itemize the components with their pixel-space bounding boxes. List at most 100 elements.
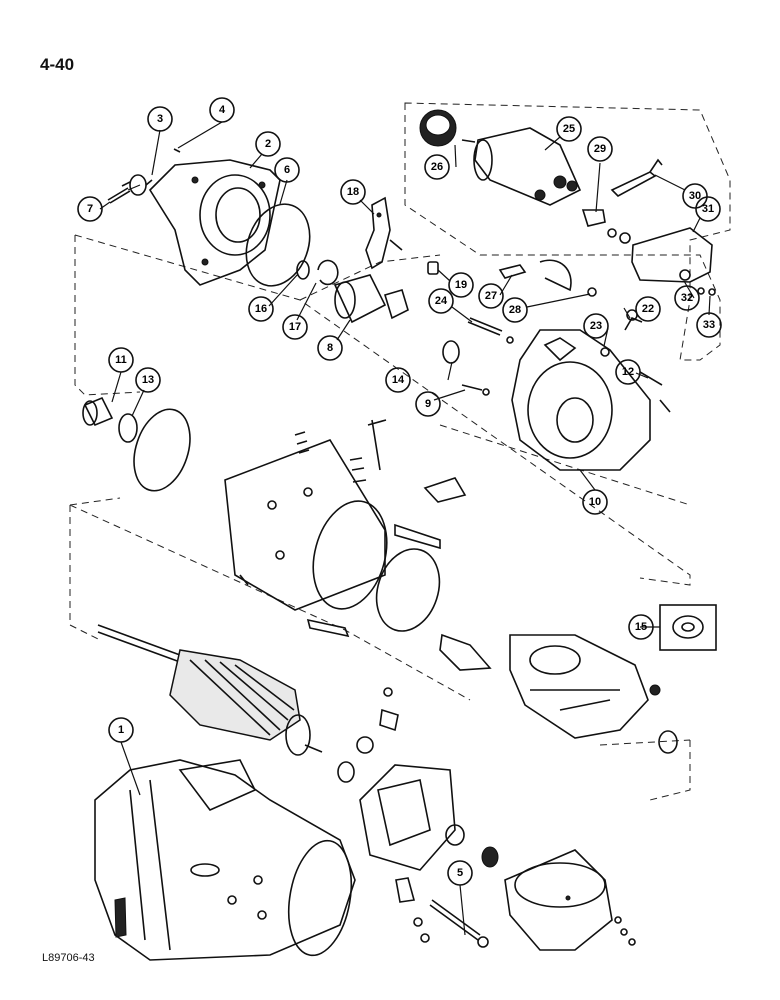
callout-4: 4 <box>209 97 235 123</box>
drive-housing-bushing <box>121 174 153 196</box>
svg-text:30: 30 <box>689 190 701 202</box>
callout-5: 5 <box>447 860 473 886</box>
strap-nut <box>587 287 597 297</box>
callout-14: 14 <box>385 367 411 393</box>
terminal-nuts <box>607 228 631 244</box>
svg-text:6: 6 <box>284 164 290 176</box>
brush-insulator <box>356 736 374 754</box>
callout-1: 1 <box>108 717 134 743</box>
drive-pinion-assembly <box>333 274 409 324</box>
housing-o-ring <box>245 203 311 287</box>
svg-text:4: 4 <box>219 104 226 116</box>
solenoid-boot <box>419 109 457 147</box>
nose-washer <box>442 340 460 364</box>
thrust-washer-inset <box>659 604 717 651</box>
nose-bolt <box>461 384 490 396</box>
brush-group-outline <box>599 739 691 801</box>
svg-text:17: 17 <box>289 321 301 333</box>
callout-30: 30 <box>682 183 708 209</box>
pole-shoe-pads <box>306 477 467 638</box>
callout-25: 25 <box>556 116 582 142</box>
svg-text:15: 15 <box>635 621 647 633</box>
callout-29: 29 <box>587 136 613 162</box>
callout-8: 8 <box>317 335 343 361</box>
housing-bolt <box>107 187 131 204</box>
housing-pin <box>173 148 181 153</box>
gasket-plate <box>439 633 492 671</box>
svg-text:9: 9 <box>425 398 431 410</box>
callout-7: 7 <box>77 196 103 222</box>
figure-code: L89706-43 <box>42 952 95 964</box>
svg-text:14: 14 <box>392 374 405 386</box>
brush-plate <box>359 764 456 871</box>
svg-text:19: 19 <box>455 279 467 291</box>
callout-23: 23 <box>583 313 609 339</box>
callout-2: 2 <box>255 131 281 157</box>
svg-text:2: 2 <box>265 138 271 150</box>
drive-end-housing <box>148 159 281 286</box>
field-o-ring <box>375 548 441 632</box>
brush-lead-insulators <box>294 431 367 483</box>
svg-text:16: 16 <box>255 303 267 315</box>
drive-group-outline <box>74 234 691 586</box>
svg-text:27: 27 <box>485 290 497 302</box>
callout-28: 28 <box>502 297 528 323</box>
field-terminal-stud <box>367 419 387 471</box>
callout-18: 18 <box>340 179 366 205</box>
cover-hardware <box>614 916 636 946</box>
thrust-washer <box>296 260 310 280</box>
lock-washer <box>600 347 610 357</box>
svg-text:18: 18 <box>347 186 359 198</box>
svg-text:13: 13 <box>142 374 154 386</box>
solenoid <box>461 127 582 206</box>
callout-27: 27 <box>478 283 504 309</box>
thru-bolt <box>429 899 489 948</box>
callout-33: 33 <box>696 312 722 338</box>
svg-text:25: 25 <box>563 123 575 135</box>
callout-6: 6 <box>274 157 300 183</box>
plate-bushing <box>445 824 465 846</box>
callout-31: 31 <box>695 196 721 222</box>
solenoid-group-outline <box>404 102 731 361</box>
leader-lines <box>99 121 711 936</box>
svg-text:10: 10 <box>589 496 601 508</box>
bracket-washer <box>413 917 423 927</box>
bracket-nut <box>420 933 430 943</box>
frame-screw <box>239 574 249 586</box>
frame-group-outline <box>69 424 691 701</box>
svg-text:28: 28 <box>509 304 521 316</box>
brush-screw <box>383 687 393 697</box>
brush-washer <box>337 761 355 783</box>
cover-screws <box>697 287 716 296</box>
callout-26: 26 <box>424 154 450 180</box>
retaining-ring <box>317 259 339 286</box>
svg-text:26: 26 <box>431 161 443 173</box>
callout-9: 9 <box>415 391 441 417</box>
callout-11: 11 <box>108 347 134 373</box>
svg-text:1: 1 <box>118 724 124 736</box>
callout-10: 10 <box>582 489 608 515</box>
svg-text:29: 29 <box>594 143 606 155</box>
armature <box>97 624 323 756</box>
svg-text:11: 11 <box>115 354 127 366</box>
terminal-link <box>581 209 606 227</box>
callout-22: 22 <box>635 296 661 322</box>
brush-bracket <box>395 877 416 903</box>
nose-housing <box>511 329 651 471</box>
svg-text:7: 7 <box>87 203 93 215</box>
starter-motor-assembly <box>94 759 356 961</box>
callout-16: 16 <box>248 296 274 322</box>
callout-13: 13 <box>135 367 161 393</box>
svg-text:12: 12 <box>622 366 634 378</box>
seal <box>118 413 138 443</box>
svg-text:22: 22 <box>642 303 654 315</box>
solenoid-bolt <box>467 317 514 344</box>
callout-32: 32 <box>674 285 700 311</box>
frame-o-ring <box>133 408 191 492</box>
svg-text:31: 31 <box>702 203 714 215</box>
lever-clip <box>427 261 439 275</box>
field-frame <box>224 439 388 611</box>
cage-bushing <box>658 730 678 754</box>
svg-text:8: 8 <box>327 342 333 354</box>
